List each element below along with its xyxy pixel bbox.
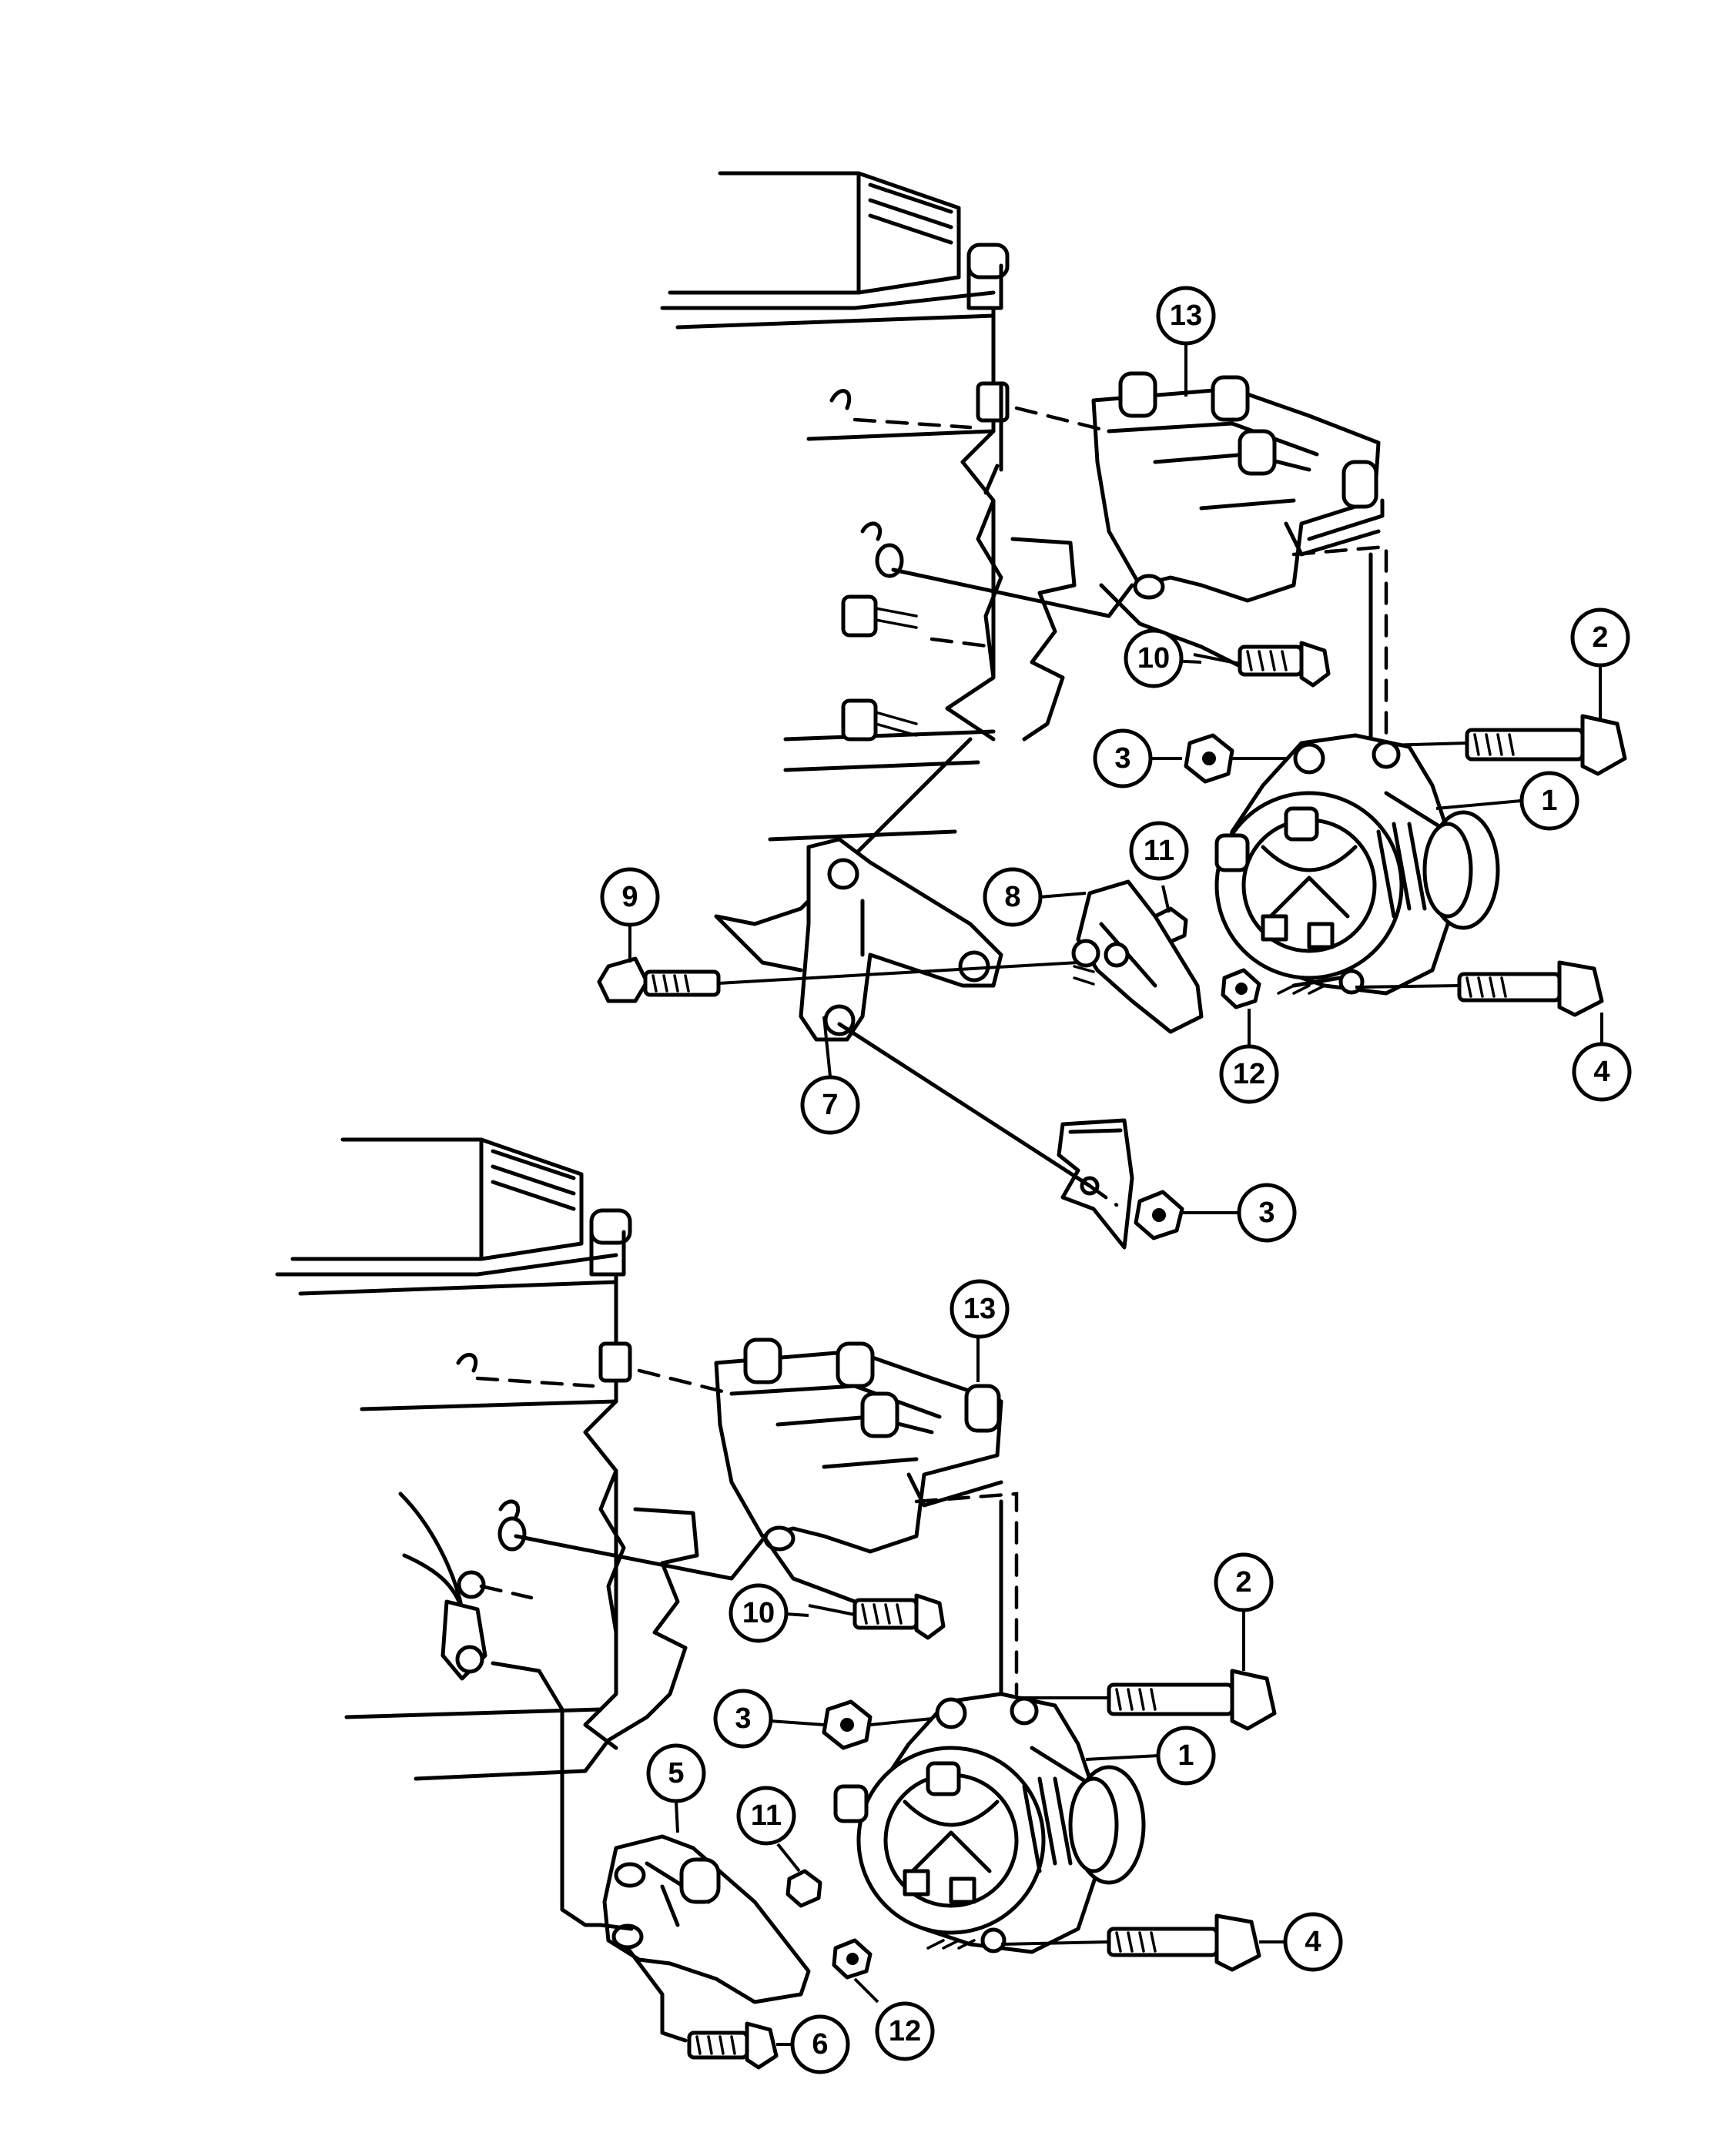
lower-bracket-5 xyxy=(598,1834,811,2004)
svg-text:1: 1 xyxy=(1541,785,1557,817)
svg-text:2: 2 xyxy=(1235,1566,1251,1599)
callout-3-lower: 3 xyxy=(713,1689,773,1749)
callout-8-upper: 8 xyxy=(983,867,1043,927)
svg-text:5: 5 xyxy=(668,1757,684,1789)
callout-7-upper: 7 xyxy=(800,1075,860,1135)
svg-text:4: 4 xyxy=(1305,1926,1321,1958)
callout-13-upper: 13 xyxy=(1156,286,1216,346)
upper-engine-block xyxy=(660,171,1077,842)
svg-text:10: 10 xyxy=(742,1597,775,1629)
callout-10-lower: 10 xyxy=(729,1583,789,1643)
callout-12-upper: 12 xyxy=(1219,1044,1279,1104)
callout-2-lower: 2 xyxy=(1214,1552,1274,1612)
callout-11-lower: 11 xyxy=(736,1786,796,1846)
callout-4-upper: 4 xyxy=(1572,1042,1632,1102)
callouts: 13 2 10 3 1 11 8 9 4 12 7 3 13 2 10 3 1 … xyxy=(600,286,1632,2074)
upper-heat-shield xyxy=(837,1022,1240,1250)
lower-assembly xyxy=(275,1137,1286,2070)
lower-engine-block xyxy=(275,1137,699,1781)
callout-4-lower: 4 xyxy=(1283,1912,1343,1972)
upper-bolt-2 xyxy=(1385,714,1627,776)
lower-alternator xyxy=(833,1692,1146,1954)
callout-12-lower: 12 xyxy=(875,2001,935,2061)
callout-13-lower: 13 xyxy=(950,1279,1010,1339)
upper-bolt-4 xyxy=(1355,960,1604,1017)
lower-leaders xyxy=(675,1317,1286,2046)
lower-nut-11 xyxy=(785,1869,822,1908)
upper-nut-12 xyxy=(1221,968,1261,1009)
lower-bolt-10 xyxy=(808,1593,946,1640)
lower-bolt-4 xyxy=(1000,1913,1278,1972)
callout-2-upper: 2 xyxy=(1570,608,1630,668)
svg-text:3: 3 xyxy=(1258,1197,1274,1229)
upper-bolt-9 xyxy=(597,956,1079,1003)
callout-6-lower: 6 xyxy=(790,2014,850,2074)
svg-text:11: 11 xyxy=(751,1799,782,1832)
lower-bolt-6 xyxy=(625,1946,779,2070)
svg-text:13: 13 xyxy=(963,1293,996,1325)
callout-3-upper: 3 xyxy=(1093,728,1153,788)
upper-bracket-8 xyxy=(1071,879,1204,1034)
upper-assembly xyxy=(597,171,1627,1250)
svg-text:11: 11 xyxy=(1144,835,1174,867)
svg-text:1: 1 xyxy=(1177,1739,1194,1772)
upper-bolt-10 xyxy=(1193,641,1331,688)
svg-text:8: 8 xyxy=(1004,881,1020,913)
lower-block-studs xyxy=(398,1353,534,1681)
upper-bracket-7 xyxy=(799,837,1003,1042)
upper-alternator xyxy=(1214,733,1500,996)
svg-text:3: 3 xyxy=(735,1702,751,1735)
svg-text:10: 10 xyxy=(1137,642,1170,675)
callout-5-lower: 5 xyxy=(646,1743,706,1803)
upper-bracket-13 xyxy=(1091,371,1385,603)
lower-guide-lines xyxy=(475,1368,1019,1927)
lower-bracket-13 xyxy=(714,1337,1003,1554)
callout-11-upper: 11 xyxy=(1129,821,1189,881)
svg-text:12: 12 xyxy=(889,2015,921,2047)
svg-text:6: 6 xyxy=(812,2028,828,2061)
svg-text:9: 9 xyxy=(621,881,638,913)
svg-text:13: 13 xyxy=(1170,300,1202,332)
svg-text:12: 12 xyxy=(1233,1058,1265,1090)
callout-3-upper-heat-shield: 3 xyxy=(1237,1183,1297,1243)
callout-1-lower: 1 xyxy=(1156,1726,1216,1786)
svg-text:4: 4 xyxy=(1593,1056,1609,1088)
lower-nut-12 xyxy=(832,1938,873,1980)
svg-text:7: 7 xyxy=(822,1089,838,1121)
callout-9-upper: 9 xyxy=(600,867,660,927)
lower-bolt-2 xyxy=(1017,1669,1277,1731)
svg-text:2: 2 xyxy=(1592,621,1608,654)
upper-block-studs xyxy=(829,389,918,742)
callout-1-upper: 1 xyxy=(1519,771,1579,831)
callout-10-upper: 10 xyxy=(1124,628,1184,688)
svg-text:3: 3 xyxy=(1114,742,1130,775)
